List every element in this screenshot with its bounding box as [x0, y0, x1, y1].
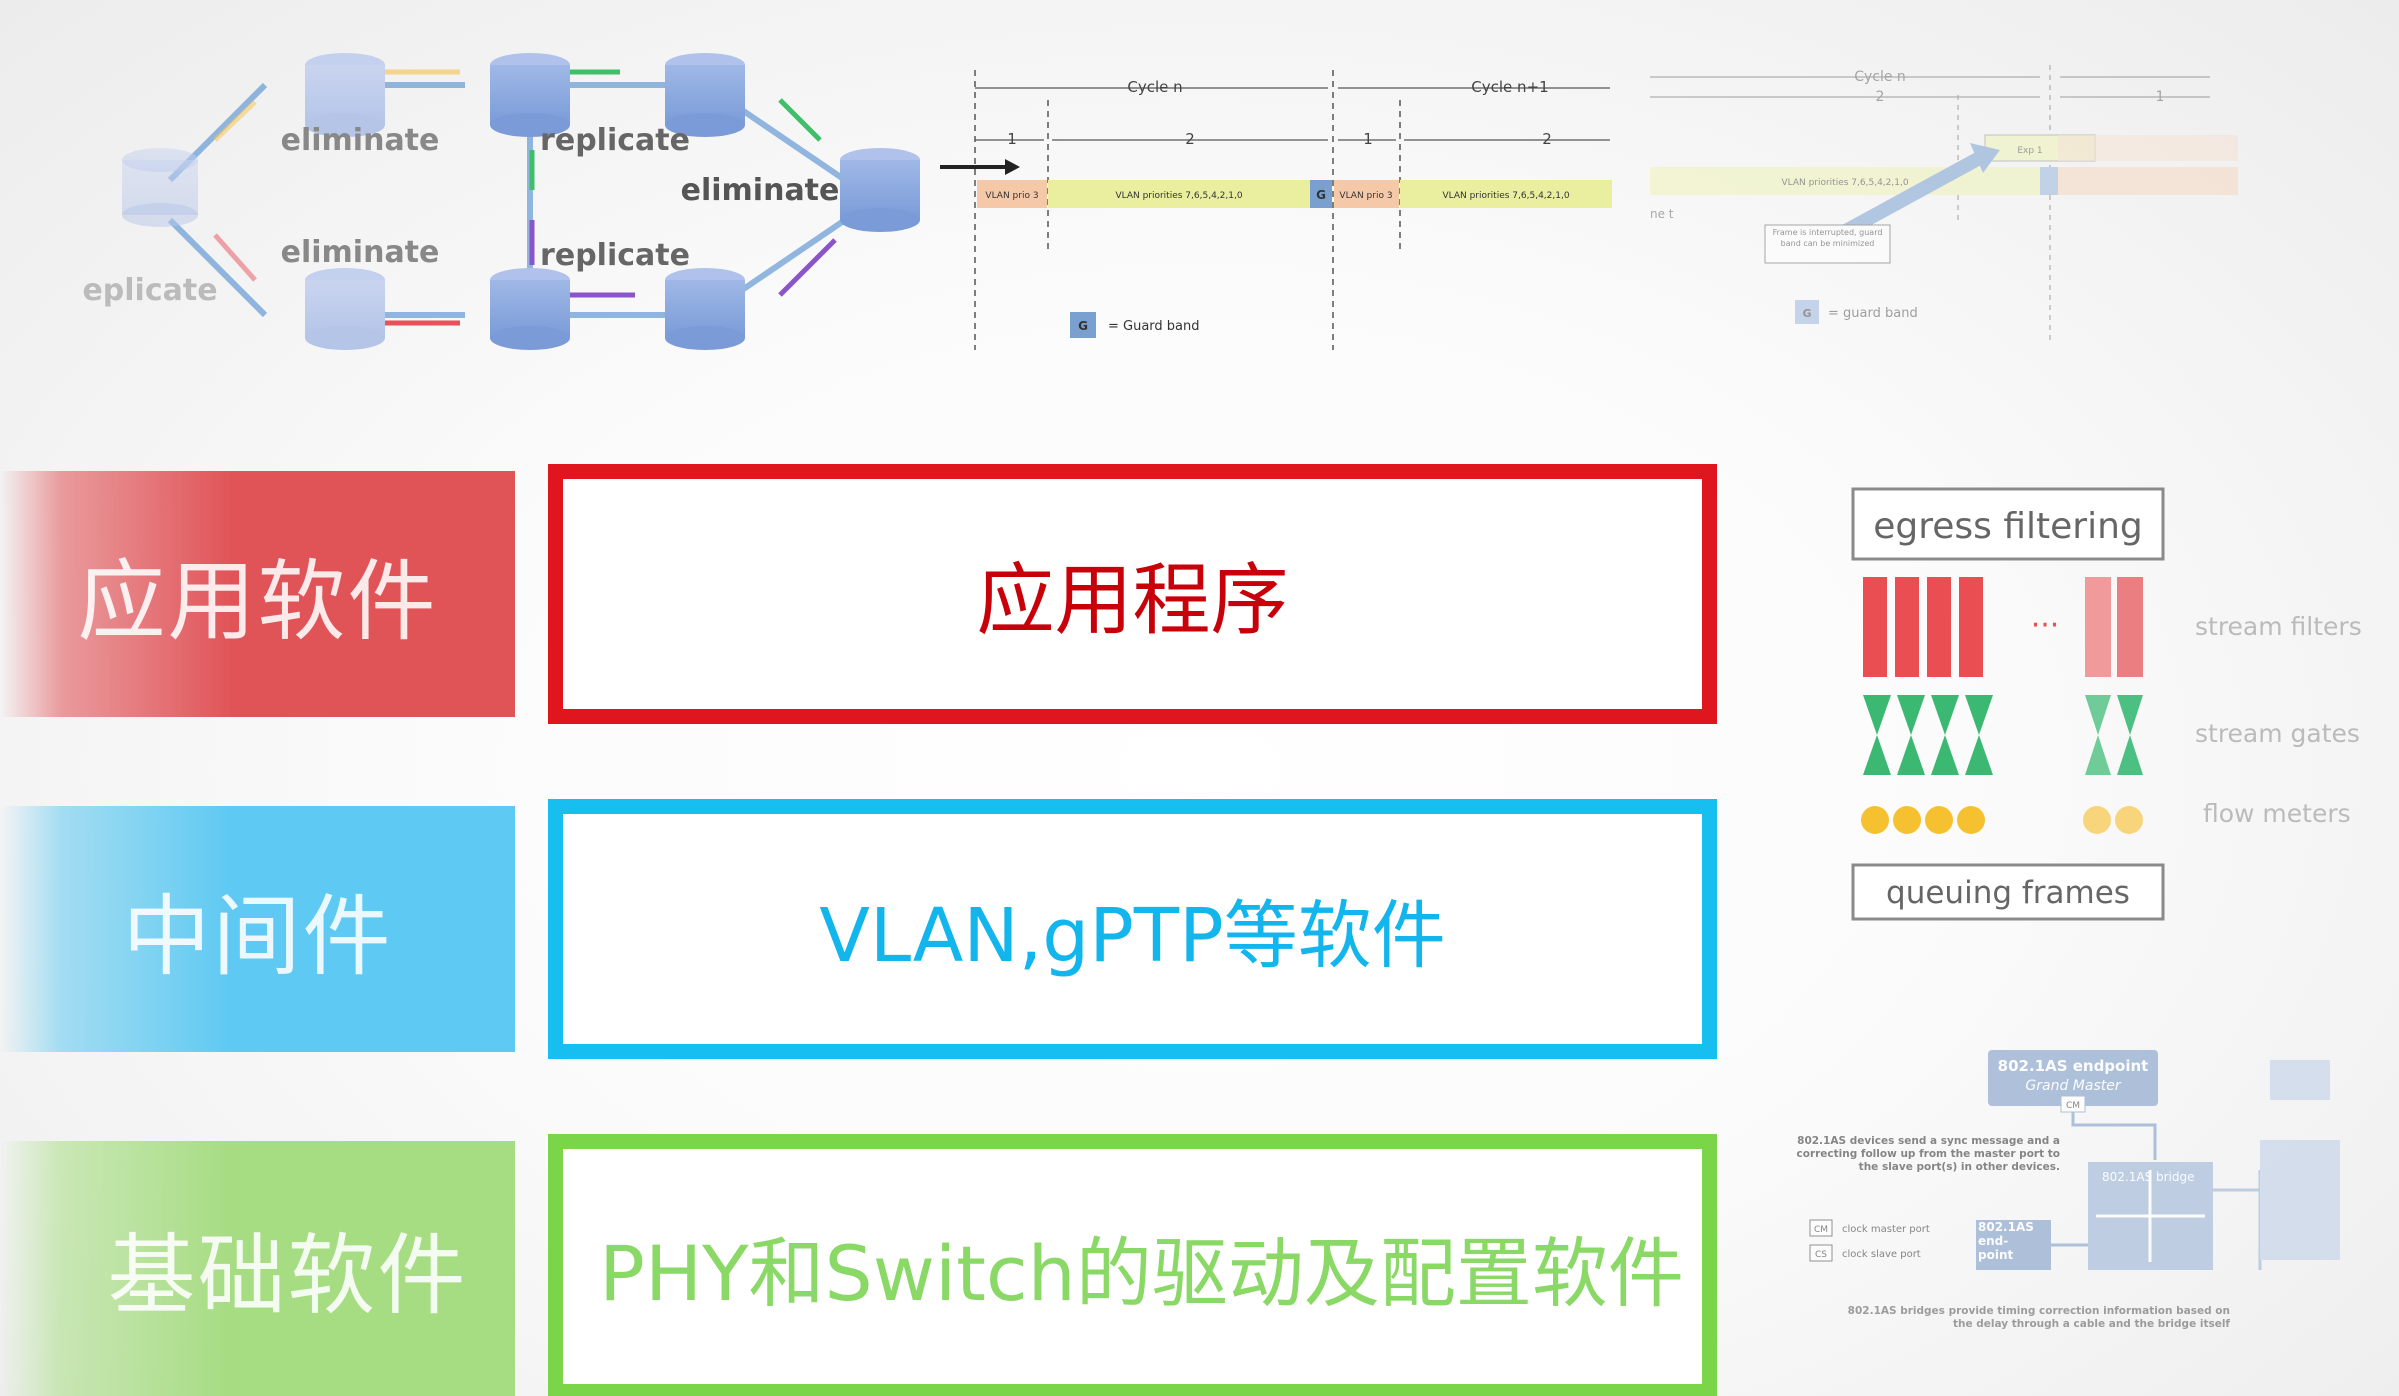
frer-label: replicate [540, 238, 690, 273]
frer-label: replicate [540, 123, 690, 158]
guard-band-legend: = Guard band [1108, 319, 1200, 334]
vlan-priorities-label: VLAN priorities 7,6,5,4,2,1,0 [1781, 178, 1908, 188]
legend-g: G [1078, 319, 1088, 333]
svg-text:Exp 1: Exp 1 [2017, 146, 2042, 156]
guard-g: G [1316, 188, 1326, 202]
net-label: ne t [1650, 207, 1674, 221]
segment-label: 1 [1007, 130, 1017, 148]
clock-slave-port-label: clock slave port [1842, 1249, 1921, 1260]
legend-g: G [1802, 307, 1811, 320]
cycle-n1-label: Cycle n+1 [1471, 78, 1548, 96]
frer-label: eliminate [281, 123, 440, 158]
guard-band-legend: = guard band [1828, 306, 1918, 321]
endpoint-label: 802.1AS end- point [1978, 1220, 2034, 1262]
stream-gates-label: stream gates [2195, 719, 2360, 748]
layer-box-application: 应用程序 [548, 464, 1717, 724]
segment-label: 2 [1542, 130, 1552, 148]
vlan-prio-label: VLAN prio 3 [1339, 191, 1392, 201]
vlan-priorities-label: VLAN priorities 7,6,5,4,2,1,0 [1442, 191, 1569, 201]
gptp-diagram: 802.1AS endpoint Grand Master CM 802.1AS… [1796, 1050, 2340, 1330]
bridge-label: 802.1AS bridge [2102, 1170, 2195, 1184]
frame-note: Frame is interrupted, guard band can be … [1772, 228, 1883, 248]
clock-master-port-label: clock master port [1842, 1224, 1930, 1235]
frer-label: eliminate [681, 173, 840, 208]
endpoint-title: 802.1AS endpoint [1998, 1057, 2149, 1075]
layer-label-text: 基础软件 [107, 1224, 468, 1327]
segment-label: 1 [2156, 89, 2165, 105]
layer-label-text: 中间件 [122, 884, 393, 988]
frer-diagram: eliminate replicate eliminate eliminate … [82, 53, 920, 350]
frer-label: eplicate [82, 273, 217, 308]
layer-box-middleware: VLAN,gPTP等软件 [548, 799, 1717, 1059]
cs-legend: CS [1815, 1250, 1827, 1260]
cycle-n-label: Cycle n [1127, 78, 1182, 96]
preemption-diagram: Cycle n 2 1 Exp 1 VLAN priorities 7,6,5,… [1650, 65, 2238, 345]
stream-filters-label: stream filters [2195, 612, 2362, 641]
grand-master-label: Grand Master [2025, 1078, 2121, 1094]
segment-label: 1 [1363, 130, 1373, 148]
flow-meters-label: flow meters [2203, 799, 2351, 828]
layer-label-text: 应用软件 [77, 549, 438, 653]
ellipsis: ··· [2031, 608, 2060, 643]
segment-label: 2 [1876, 89, 1885, 105]
layer-label-base: 基础软件 [0, 1141, 515, 1396]
vlan-prio-label: VLAN prio 3 [985, 191, 1038, 201]
cycle-n-label: Cycle n [1854, 69, 1906, 85]
sync-note: 802.1AS devices send a sync message and … [1796, 1135, 2061, 1173]
layer-box-base: PHY和Switch的驱动及配置软件 [548, 1134, 1717, 1396]
cm-port: CM [2066, 1101, 2080, 1111]
vlan-priorities-label: VLAN priorities 7,6,5,4,2,1,0 [1115, 191, 1242, 201]
layer-content-text: VLAN,gPTP等软件 [819, 892, 1446, 979]
layer-content-text: PHY和Switch的驱动及配置软件 [599, 1228, 1684, 1318]
egress-filtering-label: egress filtering [1873, 506, 2143, 547]
bridge-note: 802.1AS bridges provide timing correctio… [1847, 1305, 2230, 1330]
frer-label: eliminate [281, 235, 440, 270]
layer-content-text: 应用程序 [976, 556, 1289, 646]
queuing-frames-label: queuing frames [1886, 875, 2130, 911]
cm-legend: CM [1814, 1225, 1828, 1235]
segment-label: 2 [1185, 130, 1195, 148]
layer-label-application: 应用软件 [0, 471, 515, 717]
gate-timing-diagram: Cycle n Cycle n+1 1 2 1 2 VLAN prio 3 VL… [940, 70, 1612, 350]
layer-label-middleware: 中间件 [0, 806, 515, 1052]
psfp-diagram: egress filtering ··· stream filters stre… [1851, 487, 2362, 921]
